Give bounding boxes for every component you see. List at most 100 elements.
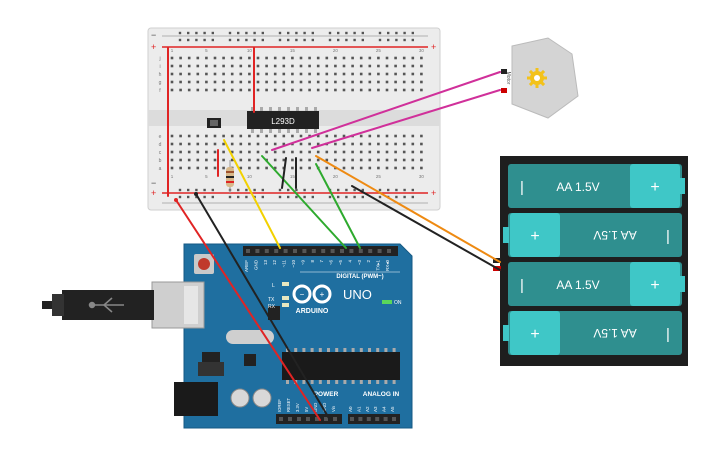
power-pin-labels: IOREF RESET 3.3V 5V GND GND Vin — [277, 398, 336, 412]
on-label: ON — [394, 300, 402, 306]
wire-black-battery — [351, 185, 501, 271]
rail-plus-top-left: + — [151, 42, 156, 52]
column-number: 1 — [171, 174, 174, 179]
power-pin-label: 3.3V — [295, 403, 300, 412]
svg-text:+: + — [320, 290, 325, 299]
digital-pin-label: GND — [253, 259, 258, 270]
power-pin-label: GND — [322, 403, 327, 412]
digital-label: DIGITAL (PWM~) — [336, 274, 383, 280]
analog-pin-label: A3 — [373, 406, 378, 412]
column-number: 5 — [205, 174, 208, 179]
row-letter: a — [159, 166, 162, 172]
wire-green-1 — [261, 155, 347, 249]
digital-pin-label: 4 — [347, 260, 352, 263]
battery-plus-label: + — [650, 179, 659, 196]
digital-pin-label: TX▸1 — [376, 260, 381, 271]
capacitor — [230, 388, 250, 408]
battery-cell: +|AA 1.5V — [503, 213, 682, 257]
analog-in-label: ANALOG IN — [363, 391, 400, 398]
led-tx-label: TX — [268, 297, 275, 303]
battery-minus-label: | — [520, 179, 524, 196]
row-letter: i — [159, 64, 160, 70]
power-label: POWER — [314, 391, 339, 398]
power-pin-label: IOREF — [277, 399, 282, 412]
rail-minus-top-left: − — [151, 30, 156, 40]
battery-cell: + | AA 1.5V — [508, 164, 685, 208]
digital-pin-label: 8 — [310, 260, 315, 263]
power-pin-label: RESET — [286, 398, 291, 412]
battery-cell-label: AA 1.5V — [556, 278, 599, 292]
digital-pin-label: ~10 — [291, 260, 296, 268]
row-letter: j — [158, 56, 160, 62]
brand-label: ARDUINO — [296, 308, 329, 315]
power-pin-label: Vin — [331, 405, 336, 412]
digital-pin-label: ~5 — [338, 260, 343, 266]
analog-pin-label: A5 — [390, 406, 395, 412]
row-letter: c — [159, 150, 162, 156]
battery-cell-label: AA 1.5V — [593, 228, 636, 242]
rail-plus-top-right: + — [431, 42, 436, 52]
column-number: 20 — [333, 174, 339, 179]
analog-pin-label: A4 — [382, 406, 387, 412]
row-letter: e — [159, 134, 162, 140]
usb-icon — [88, 297, 124, 313]
chip-label: L293D — [271, 117, 295, 126]
row-letter: b — [159, 158, 162, 164]
digital-pin-label: ~9 — [300, 260, 305, 266]
wire-yellow-button — [223, 139, 281, 249]
analog-header — [348, 414, 400, 424]
digital-header — [243, 246, 398, 256]
l293d-chip: L293D — [247, 107, 319, 133]
battery-minus-label: | — [520, 277, 524, 294]
column-number: 10 — [247, 48, 253, 53]
digital-pin-label: AREF — [244, 260, 249, 272]
wire-orange-battery — [315, 155, 501, 263]
battery-plus-label: + — [530, 228, 539, 245]
digital-pin-label: ~3 — [357, 260, 362, 266]
digital-pin-label: 12 — [272, 260, 277, 266]
column-number: 1 — [171, 48, 174, 53]
digital-pin-label: ~11 — [282, 260, 287, 268]
svg-text:−: − — [300, 290, 305, 299]
capacitor — [252, 388, 272, 408]
wire-magenta-motor-2 — [311, 89, 501, 149]
wire-red-5v — [175, 149, 321, 421]
power-pin-label: GND — [313, 403, 318, 412]
battery-cell-label: AA 1.5V — [556, 180, 599, 194]
motor-label: Motor — [505, 72, 511, 85]
dc-motor: Motor — [501, 37, 579, 119]
usb-cable — [42, 290, 154, 320]
rail-plus-bottom-left: + — [151, 188, 156, 198]
arduino-logo-icon — [292, 284, 332, 304]
battery-cell: + | AA 1.5V — [508, 262, 685, 306]
column-number: 20 — [333, 48, 339, 53]
gear-icon — [527, 68, 547, 88]
column-number: 10 — [247, 174, 253, 179]
column-number: 25 — [376, 174, 382, 179]
wire-black-gnd — [195, 193, 331, 421]
power-jack — [174, 382, 218, 416]
row-letter: h — [159, 72, 162, 78]
column-number: 30 — [419, 174, 425, 179]
digital-pin-label: ~6 — [329, 260, 334, 266]
model-label: UNO — [343, 287, 372, 302]
atmega-chip — [282, 348, 400, 384]
digital-pin-label: 2 — [366, 260, 371, 263]
wire-black-chip-1 — [281, 157, 287, 189]
power-pin-label: 5V — [304, 407, 309, 412]
battery-plus-label: + — [530, 326, 539, 343]
wire-green-2 — [315, 163, 361, 249]
wires — [167, 47, 501, 421]
battery-pack: +|AA 1.5V+|AA 1.5V+|AA 1.5V+|AA 1.5V — [493, 156, 688, 366]
digital-pin-label: 7 — [319, 260, 324, 263]
row-letter: f — [159, 88, 161, 94]
wire-magenta-motor-1 — [271, 71, 501, 151]
column-number: 15 — [290, 174, 296, 179]
battery-plus-label: + — [650, 277, 659, 294]
